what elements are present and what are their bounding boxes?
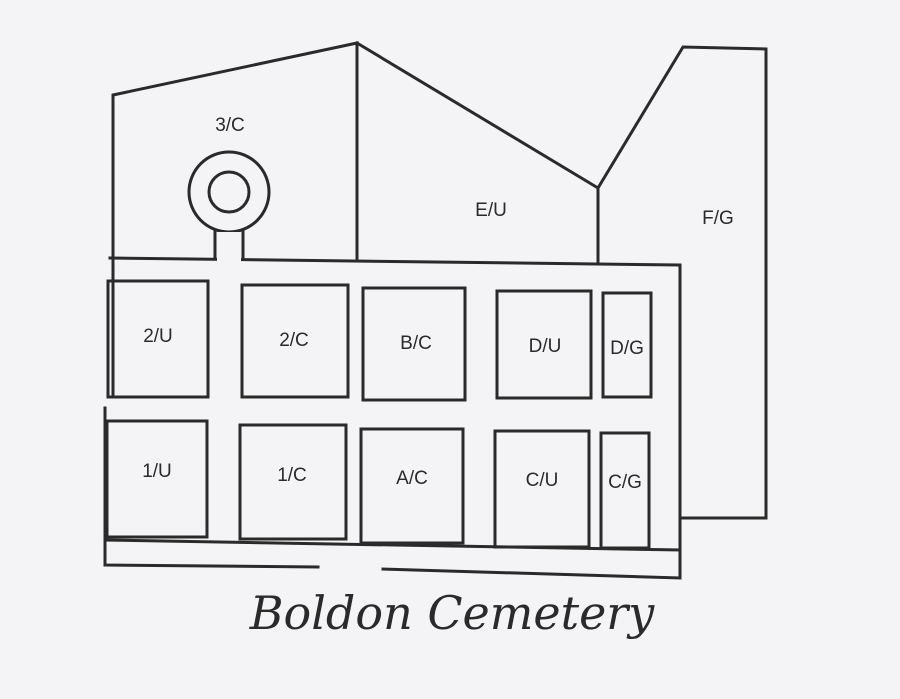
roundabout-outer [187,150,271,234]
roundabout [187,150,271,262]
label-ac: A/C [396,468,428,489]
label-fg: F/G [702,208,734,229]
plot-2u[interactable] [106,279,210,399]
section-labels: 3/C E/U F/G 2/U 2/C B/C D/U D/G 1/U 1/C … [142,115,734,493]
plot-1c[interactable] [238,423,348,541]
plot-ac[interactable] [359,427,465,545]
label-1u: 1/U [142,461,172,482]
plot-dg[interactable] [601,291,653,399]
section-3c-outline [111,41,359,260]
roundabout-inner [207,170,251,214]
plot-1u[interactable] [105,419,209,539]
label-cu: C/U [526,470,559,491]
plot-cu[interactable] [493,429,591,549]
label-eu: E/U [475,200,507,221]
label-du: D/U [529,336,562,357]
main-path-bottom-left [103,406,320,569]
plot-bc[interactable] [361,286,467,402]
map-title: Boldon Cemetery [249,586,656,640]
main-path-line [108,256,682,580]
section-eu-outline [354,40,768,520]
label-bc: B/C [400,333,432,354]
plot-cg[interactable] [599,431,651,550]
label-dg: D/G [610,338,644,359]
label-2u: 2/U [143,326,173,347]
label-3c: 3/C [215,115,245,136]
label-cg: C/G [608,472,642,493]
map-outlines [103,40,768,580]
plots-top-row [106,279,653,402]
label-1c: 1/C [277,465,307,486]
roundabout-path-gap [217,232,241,262]
plots-bottom-row [105,419,651,550]
label-2c: 2/C [279,330,309,351]
plot-du[interactable] [495,289,593,400]
plot-2c[interactable] [240,283,350,399]
